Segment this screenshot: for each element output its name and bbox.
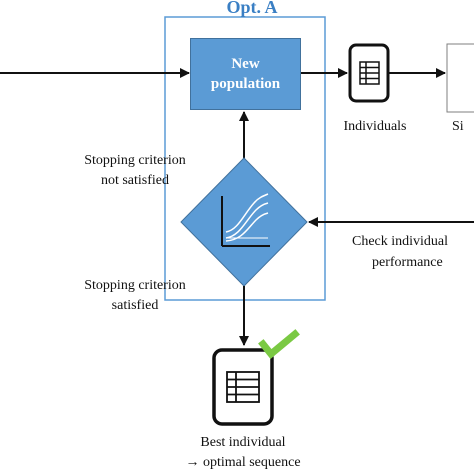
best-individual-line2: → optimal sequence bbox=[185, 455, 301, 470]
table-document-icon bbox=[348, 43, 390, 103]
new-population-box: New population bbox=[190, 38, 301, 110]
stop-not-satisfied-line2: not satisfied bbox=[100, 173, 170, 188]
stop-not-satisfied-line1: Stopping criterion bbox=[84, 153, 186, 168]
simulation-box-partial bbox=[446, 43, 474, 113]
individuals-label: Individuals bbox=[343, 119, 407, 134]
best-individual-line1: Best individual bbox=[200, 435, 286, 450]
performance-chart-icon bbox=[221, 193, 270, 247]
checkmark-icon bbox=[258, 329, 300, 359]
check-performance-line2: performance bbox=[372, 255, 443, 270]
best-individual-document-icon bbox=[212, 348, 274, 426]
simulation-label-partial: Si bbox=[452, 119, 464, 134]
option-a-title: Opt. A bbox=[226, 0, 278, 17]
new-population-line2: population bbox=[210, 76, 281, 92]
check-performance-line1: Check individual bbox=[352, 234, 449, 249]
new-population-line1: New bbox=[231, 56, 260, 72]
stop-satisfied-line1: Stopping criterion bbox=[84, 278, 186, 293]
stop-satisfied-line2: satisfied bbox=[111, 298, 159, 313]
